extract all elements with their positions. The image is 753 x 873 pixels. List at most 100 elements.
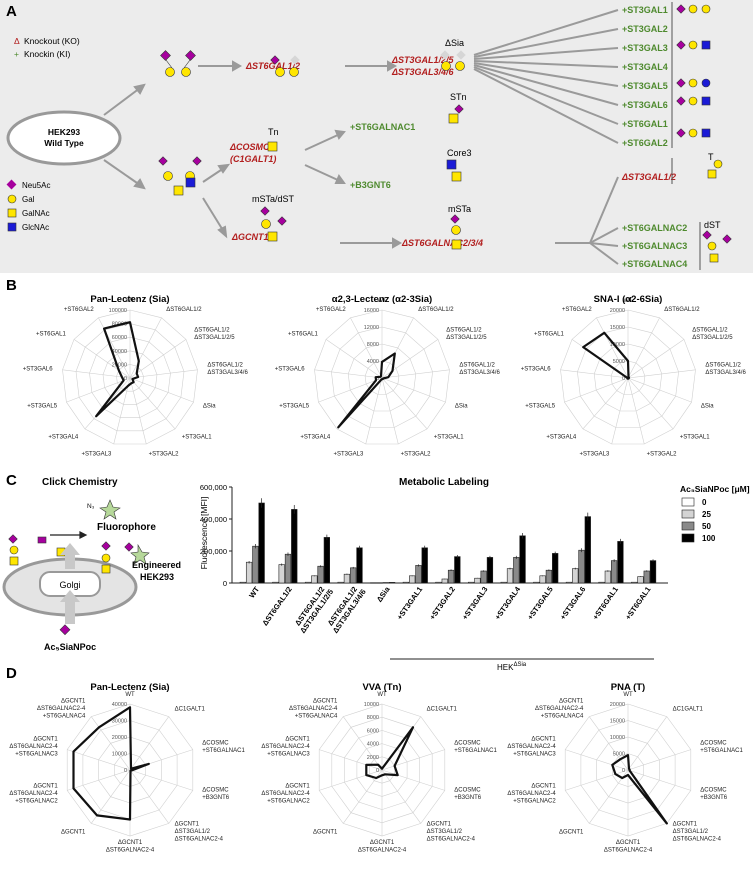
radar-tick-label: 4000 bbox=[367, 742, 379, 748]
radar-axis-label-line: +ST6GAL1 bbox=[534, 332, 565, 338]
radar-axis-label-line: +ST6GAL2 bbox=[64, 307, 95, 313]
bar bbox=[500, 581, 507, 584]
radar-axis-label-line: +ST6GALNAC2 bbox=[15, 798, 58, 804]
bar bbox=[572, 568, 579, 584]
radar-data-point bbox=[95, 415, 97, 417]
radar-data-point bbox=[72, 787, 75, 790]
engineered-label-2: HEK293 bbox=[140, 572, 174, 582]
bar bbox=[447, 569, 455, 584]
radar-axis-label: ΔGCNT1 bbox=[313, 829, 338, 835]
radar-data-point bbox=[381, 774, 383, 777]
struct-core3: Core3 bbox=[447, 148, 472, 158]
radar-grid-ring bbox=[364, 360, 400, 395]
bar bbox=[284, 553, 292, 584]
ki-st3gal4: +ST3GAL4 bbox=[622, 62, 668, 72]
bar-legend-swatch bbox=[681, 521, 695, 531]
radar-spoke bbox=[314, 369, 383, 379]
legend-ki-label: Knockin (KI) bbox=[24, 49, 70, 59]
radar-data-point bbox=[127, 385, 129, 387]
radar-tick-label: 8000 bbox=[367, 715, 379, 721]
bar bbox=[323, 537, 330, 584]
radar-axis-label-line: ΔST3GAL3/4/6 bbox=[459, 370, 500, 376]
radar-axis-label: ΔST6GAL1/2 bbox=[664, 307, 700, 313]
radar-axis-label-line: ΔGCNT1 bbox=[559, 829, 584, 835]
radar-axis-label-line: WT bbox=[125, 692, 135, 698]
legend-gal-icon bbox=[7, 194, 17, 204]
bar-legend-title: Ac₅SiaNPoc [μM] bbox=[680, 484, 750, 494]
radar-axis-label-line: +ST3GAL1 bbox=[182, 434, 213, 440]
radar-axis-label-line: ΔST6GALNAC2-4 bbox=[261, 744, 310, 750]
bar bbox=[370, 582, 377, 584]
bar bbox=[649, 560, 657, 584]
radar-data-point bbox=[394, 352, 396, 355]
radar-axis-label-line: ΔC1GALT1 bbox=[175, 707, 206, 713]
ko-st3gal125: ΔST3GAL1/2/5 bbox=[391, 55, 455, 65]
radar-spoke bbox=[67, 749, 131, 771]
radar-axis-label-line: ΔGCNT1 bbox=[673, 821, 698, 827]
radar-axis-label-line: ΔGCNT1 bbox=[61, 699, 86, 705]
bar-x-tick-label-line: +ST3GAL2 bbox=[428, 585, 457, 621]
radar-vva-tn: VVA (Tn)0200040006000800010000WTΔC1GALT1… bbox=[261, 682, 497, 854]
engineered-label-1: Engineered bbox=[132, 560, 181, 570]
radar-data-point bbox=[337, 426, 340, 429]
radar-spoke bbox=[381, 377, 399, 445]
radar-data-point bbox=[148, 763, 150, 765]
radar-axis-label-line: ΔGCNT1 bbox=[285, 737, 310, 743]
radar-axis-label-line: ΔGCNT1 bbox=[531, 783, 556, 789]
radar-axis-label-line: ΔC1GALT1 bbox=[427, 707, 458, 713]
radar-data-point bbox=[384, 773, 386, 776]
radar-data-point bbox=[131, 378, 134, 380]
legend-neu5ac-icon bbox=[6, 179, 17, 190]
bar-x-tick-label: ΔST6GAL1/2ΔST3GAL1/2/5 bbox=[291, 583, 335, 635]
radar-spoke bbox=[627, 317, 660, 379]
radar-data-point bbox=[365, 774, 368, 776]
radar-axis-label-line: +ST3GAL5 bbox=[279, 404, 310, 410]
radar-axis-label: ΔCOSMC+ST6GALNAC1 bbox=[202, 741, 245, 755]
radar-axis-label-line: +ST6GAL2 bbox=[316, 307, 347, 313]
radar-axis-label: +ST3GAL5 bbox=[279, 404, 310, 410]
radar-axis-label: +ST3GAL3 bbox=[333, 452, 364, 458]
bar-x-tick-label: ΔSia bbox=[375, 584, 392, 603]
radar-spoke bbox=[325, 339, 383, 379]
radar-data-point bbox=[387, 376, 390, 379]
bar-x-tick-label: +ST3GAL6 bbox=[558, 585, 587, 621]
radar-data-point bbox=[628, 769, 631, 772]
radar-axis-label-line: WT bbox=[377, 692, 387, 698]
labeled-glycan-icon bbox=[130, 543, 150, 565]
glycan-icons-c bbox=[8, 534, 134, 636]
fluorophore-arrow bbox=[50, 531, 88, 539]
radar-spoke bbox=[350, 317, 383, 379]
radar-spoke bbox=[565, 749, 629, 771]
radar-data-point bbox=[621, 777, 623, 779]
bar-x-tick-label: +ST3GAL1 bbox=[395, 585, 424, 621]
bar-x-tick-label: +ST3GAL4 bbox=[493, 584, 523, 621]
radar-axis-label: ΔSia bbox=[455, 404, 468, 410]
radar-axis-label-line: WT bbox=[623, 298, 633, 304]
radar-spoke bbox=[381, 317, 414, 379]
glycan-icons-a bbox=[158, 4, 732, 263]
radar-axis-label-line: ΔST6GAL1/2 bbox=[446, 328, 482, 334]
wild-type-label-1: HEK293 bbox=[48, 127, 80, 137]
radar-series-line bbox=[582, 331, 631, 380]
radar-data-point bbox=[614, 773, 617, 775]
radar-axis-label-line: ΔGCNT1 bbox=[285, 783, 310, 789]
radar-data-point bbox=[626, 377, 629, 379]
radar-title: α2,3-Lectenz (α2-3Sia) bbox=[332, 294, 432, 305]
bar-x-tick-label-line: WT bbox=[247, 585, 261, 600]
bar-y-tick-label: 200,000 bbox=[200, 547, 227, 556]
radar-axis-label-line: +ST6GALNAC1 bbox=[202, 748, 245, 754]
radar-grid-ring bbox=[62, 309, 198, 445]
radar-tick-label: 8000 bbox=[367, 342, 379, 348]
radar-grid-ring bbox=[331, 326, 433, 428]
radar-spoke bbox=[381, 369, 450, 379]
radar-axis-label: ΔST6GAL1/2 bbox=[166, 307, 202, 313]
radar-a23-lectenz: α2,3-Lectenz (α2-3Sia)040008000120001600… bbox=[275, 294, 501, 458]
radar-data-point bbox=[665, 822, 668, 825]
ko-c1galt1: (C1GALT1) bbox=[230, 154, 276, 164]
